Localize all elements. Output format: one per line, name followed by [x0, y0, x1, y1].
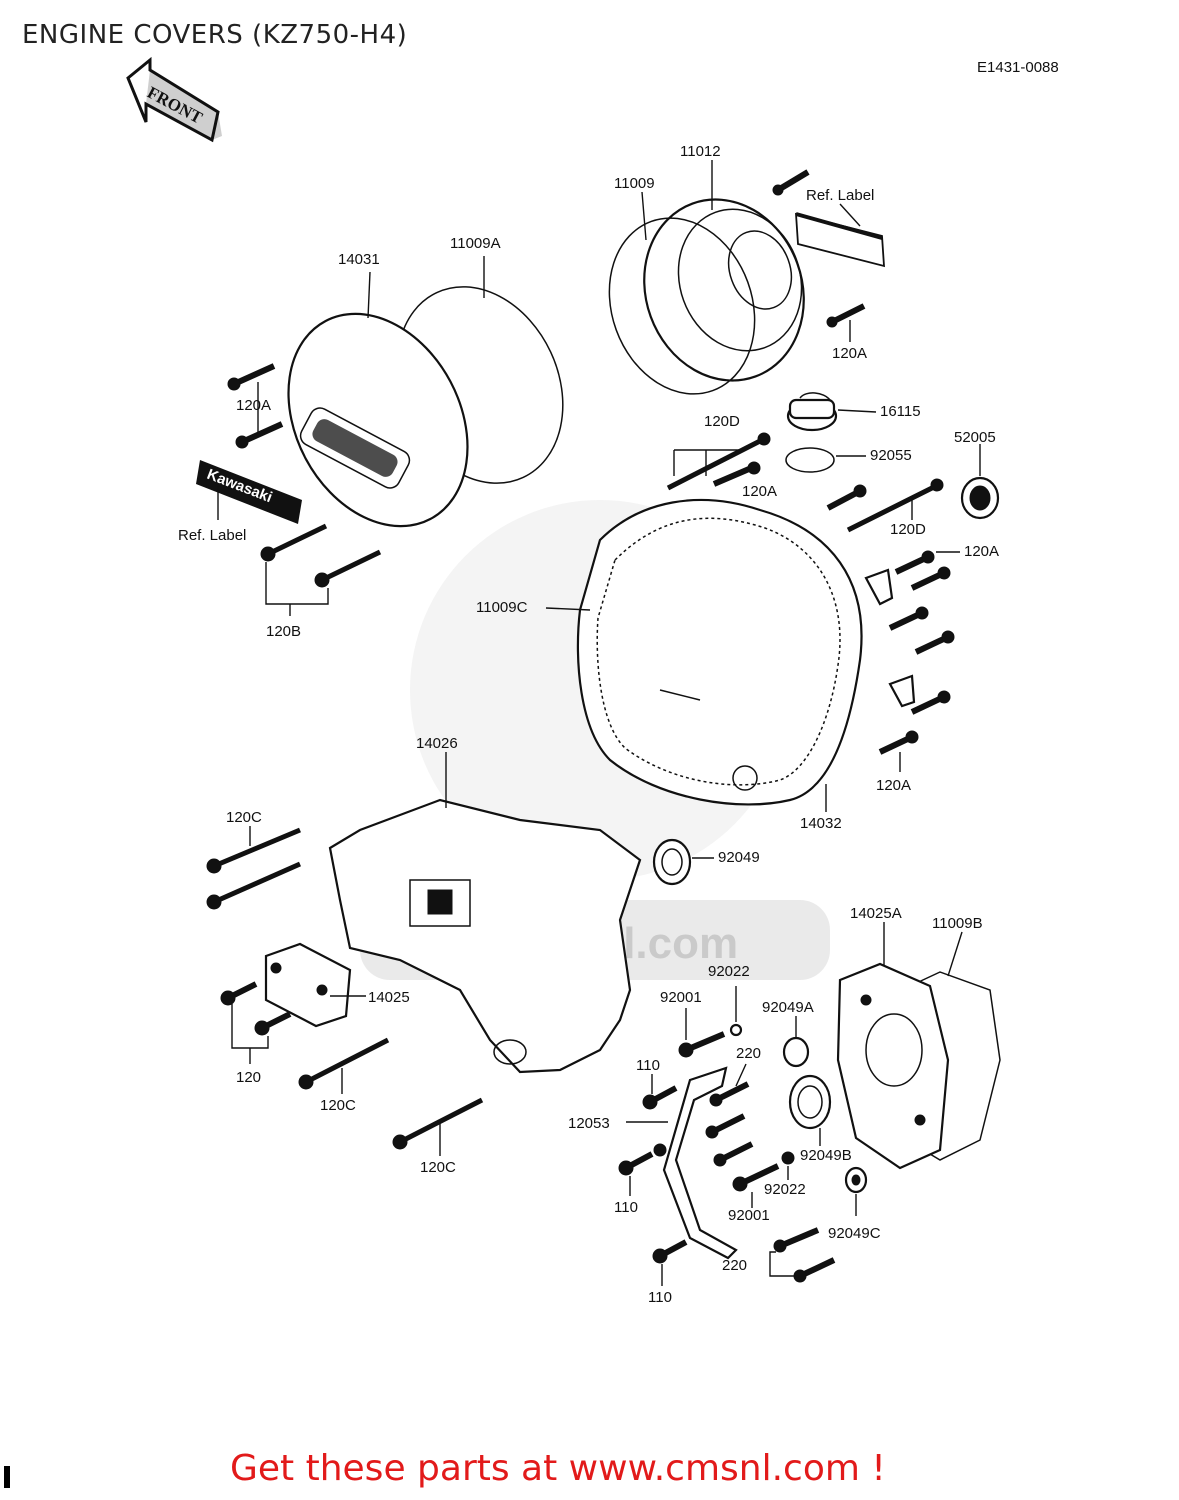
- part-92049-seal: [652, 838, 692, 886]
- label-11012: 11012: [680, 143, 721, 160]
- label-11009c: 11009C: [476, 599, 528, 616]
- bolt-icon: [910, 566, 951, 591]
- part-14025a-cover: [836, 962, 950, 1170]
- label-120c-mid: 120C: [320, 1097, 356, 1114]
- label-14026: 14026: [416, 735, 458, 752]
- label-120c-top: 120C: [226, 809, 262, 826]
- front-arrow-icon: FRONT: [126, 56, 222, 143]
- bolt-icon: [206, 827, 301, 874]
- label-110-bottom: 110: [648, 1289, 672, 1306]
- bolt-icon: [894, 550, 935, 575]
- nut-icon: [781, 1151, 795, 1165]
- part-14026-cover: [328, 798, 642, 1074]
- bolt-icon: [846, 478, 944, 533]
- bolt-icon: [666, 432, 771, 491]
- kawasaki-badge-icon: Kawasaki: [196, 460, 302, 524]
- bolt-icon: [713, 1141, 754, 1167]
- bolt-icon: [826, 303, 866, 328]
- part-92049a-collar: [782, 1036, 810, 1068]
- label-14025: 14025: [368, 989, 410, 1006]
- label-14025a: 14025A: [850, 905, 902, 922]
- label-52005: 52005: [954, 429, 996, 446]
- label-120: 120: [236, 1069, 261, 1086]
- bolt-icon: [793, 1257, 836, 1283]
- label-120c-bottom: 120C: [420, 1159, 456, 1176]
- bolt-icon: [772, 169, 810, 196]
- label-120d-right: 120D: [890, 521, 926, 538]
- label-11009b: 11009B: [932, 915, 983, 932]
- label-92049c: 92049C: [828, 1225, 881, 1242]
- part-14032-cover: [576, 498, 863, 806]
- bolt-icon: [914, 630, 955, 655]
- bolt-icon: [712, 461, 761, 487]
- label-92055: 92055: [870, 447, 912, 464]
- label-92049b: 92049B: [800, 1147, 852, 1164]
- page-title: ENGINE COVERS (KZ750-H4): [22, 20, 408, 50]
- bolt-icon: [260, 523, 328, 562]
- label-120a-left: 120A: [236, 397, 271, 414]
- bolt-icon: [206, 861, 302, 910]
- part-92049b-seal: [788, 1074, 832, 1130]
- label-120a-right: 120A: [964, 543, 999, 560]
- ref-label-text-left: Ref. Label: [178, 527, 246, 544]
- label-110-mid: 110: [614, 1199, 638, 1216]
- stud-icon: [732, 1163, 780, 1192]
- label-92001-top: 92001: [660, 989, 702, 1006]
- bolt-icon: [910, 690, 951, 715]
- part-16115-cap: [786, 392, 838, 432]
- part-92049c-washer: [844, 1166, 868, 1194]
- label-92001-bottom: 92001: [728, 1207, 770, 1224]
- part-92055-oring: [785, 447, 835, 473]
- label-220-top: 220: [736, 1045, 761, 1062]
- bolt-icon: [235, 421, 284, 449]
- part-14025-block: [264, 942, 352, 1028]
- bolt-icon: [826, 484, 867, 511]
- bolt-icon: [878, 730, 919, 755]
- label-11009: 11009: [614, 175, 655, 192]
- label-11009a: 11009A: [450, 235, 501, 252]
- label-120b: 120B: [266, 623, 301, 640]
- part-11009-gasket: [608, 217, 756, 395]
- bolt-icon: [652, 1239, 688, 1264]
- bolt-icon: [709, 1081, 750, 1107]
- bolt-icon: [773, 1227, 820, 1253]
- bolt-icon: [642, 1085, 678, 1110]
- part-52005-seal: [960, 476, 1000, 520]
- bolt-icon: [220, 981, 258, 1006]
- bolt-icon: [254, 1011, 292, 1036]
- bolt-icon: [618, 1151, 654, 1176]
- label-120a-bottom: 120A: [876, 777, 911, 794]
- nut-icon: [729, 1023, 743, 1037]
- bolt-icon: [298, 1037, 390, 1090]
- clamp-icon: [864, 568, 916, 708]
- part-12053-bracket: [653, 1066, 738, 1260]
- label-14031: 14031: [338, 251, 380, 268]
- label-120d-top: 120D: [704, 413, 740, 430]
- bolt-icon: [392, 1097, 484, 1150]
- label-16115: 16115: [880, 403, 921, 420]
- label-14032: 14032: [800, 815, 842, 832]
- part-14031-cover: [287, 312, 469, 528]
- label-92022-top: 92022: [708, 963, 750, 980]
- label-92049a: 92049A: [762, 999, 814, 1016]
- label-92049: 92049: [718, 849, 760, 866]
- bolt-icon: [888, 606, 929, 631]
- label-120a-center: 120A: [742, 483, 777, 500]
- corner-mark: [4, 1466, 10, 1488]
- bolt-icon: [705, 1113, 746, 1139]
- bolt-icon: [227, 363, 276, 391]
- label-220-bottom: 220: [722, 1257, 747, 1274]
- ref-label-plate-icon: [795, 212, 885, 268]
- label-12053: 12053: [568, 1115, 610, 1132]
- part-11012-cover: [643, 198, 805, 382]
- label-120a-top: 120A: [832, 345, 867, 362]
- ref-label-text-top: Ref. Label: [806, 187, 874, 204]
- bolt-icon: [314, 549, 382, 588]
- diagram-code: E1431-0088: [977, 59, 1059, 76]
- footer-link[interactable]: Get these parts at www.cmsnl.com !: [230, 1448, 886, 1489]
- stud-icon: [678, 1031, 726, 1058]
- label-92022-bottom: 92022: [764, 1181, 806, 1198]
- label-110-top: 110: [636, 1057, 660, 1074]
